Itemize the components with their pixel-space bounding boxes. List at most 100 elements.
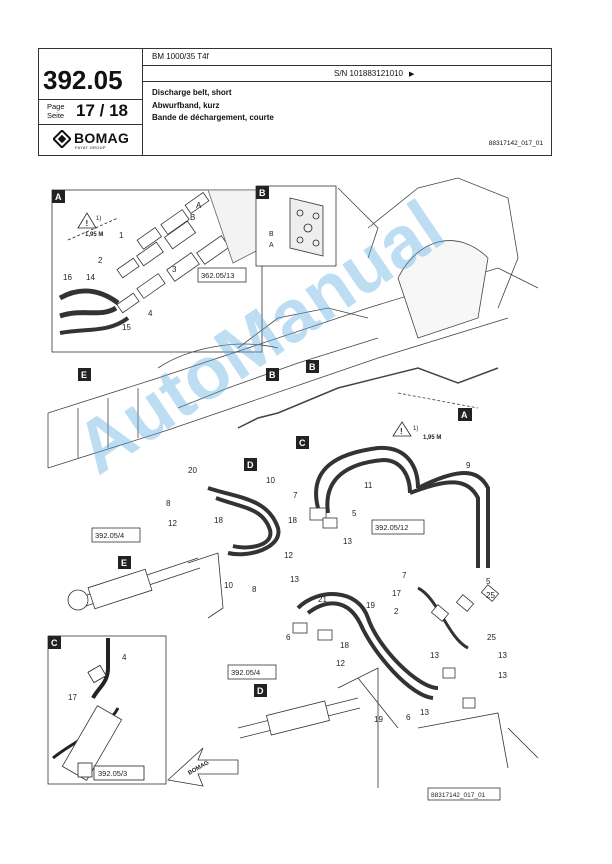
svg-text:20: 20 <box>188 466 197 475</box>
svg-text:6: 6 <box>286 633 291 642</box>
svg-text:4: 4 <box>122 653 127 662</box>
svg-text:25: 25 <box>487 633 496 642</box>
svg-text:13: 13 <box>343 537 352 546</box>
play-arrow-icon: ▶ <box>408 71 415 78</box>
dimension-label-main: 1,95 M <box>423 435 441 441</box>
svg-text:2: 2 <box>98 256 103 265</box>
svg-text:7: 7 <box>402 571 407 580</box>
cross-ref-362-05-13: 362.05/13 <box>201 271 234 280</box>
svg-text:12: 12 <box>284 551 293 560</box>
svg-text:B: B <box>269 370 276 380</box>
serial-number: S/N 101883121010▶ <box>334 69 415 78</box>
section-markers: E B B C D <box>78 360 319 471</box>
svg-text:A: A <box>196 201 202 210</box>
section-label-b: B <box>259 188 266 198</box>
bomag-logo-icon <box>53 130 71 148</box>
cross-ref-392-05-4-b: 392.05/4 <box>231 668 260 677</box>
dimension-label-a: 1,95 M <box>85 232 103 238</box>
svg-text:8: 8 <box>252 585 257 594</box>
svg-text:16: 16 <box>63 273 72 282</box>
page-label: Page Seite <box>47 102 65 120</box>
brand-name: BOMAG <box>74 130 130 146</box>
svg-text:11: 11 <box>364 481 373 490</box>
svg-text:2: 2 <box>394 607 399 616</box>
page-number: 17 / 18 <box>76 101 128 120</box>
section-label-c: C <box>51 638 58 648</box>
title-group: Discharge belt, short Abwurfband, kurz B… <box>152 87 274 125</box>
title-french: Bande de déchargement, courte <box>152 113 274 122</box>
svg-text:3: 3 <box>172 265 177 274</box>
svg-text:17: 17 <box>68 693 77 702</box>
svg-text:19: 19 <box>374 715 383 724</box>
svg-text:B: B <box>190 213 195 222</box>
svg-text:1: 1 <box>119 231 124 240</box>
brand-subtitle: FAYAT GROUP <box>75 145 106 150</box>
title-german: Abwurfband, kurz <box>152 100 220 110</box>
title-block: 392.05 Page Seite 17 / 18 BOMAG FAYAT GR… <box>38 48 552 156</box>
svg-text:25: 25 <box>486 591 495 600</box>
svg-text:D: D <box>257 686 264 696</box>
detail-view-c: C 392.05/3 4 17 <box>47 635 167 785</box>
travel-direction-arrow: BOMAG <box>167 747 239 787</box>
svg-text:10: 10 <box>266 476 275 485</box>
svg-text:B: B <box>309 362 316 372</box>
svg-text:C: C <box>299 438 306 448</box>
exploded-view-drawing: A ! 1) 1,95 M 362.05/13 12 3 4 15 1 <box>47 177 539 801</box>
machine-frame <box>47 177 539 469</box>
divider <box>142 65 552 66</box>
svg-text:!: ! <box>400 427 403 436</box>
cross-ref-392-05-12: 392.05/12 <box>375 523 408 532</box>
svg-text:7: 7 <box>293 491 298 500</box>
cross-ref-392-05-3: 392.05/3 <box>98 769 127 778</box>
svg-text:13: 13 <box>290 575 299 584</box>
svg-text:8: 8 <box>166 499 171 508</box>
svg-text:1): 1) <box>413 426 418 432</box>
svg-text:10: 10 <box>224 581 233 590</box>
svg-text:6: 6 <box>406 713 411 722</box>
divider <box>39 124 142 125</box>
dimension-a: A ! 1) 1,95 M <box>392 408 472 441</box>
cylinder-d: D 392.05/4 <box>227 664 539 788</box>
hose-assembly <box>207 445 500 709</box>
svg-text:5: 5 <box>486 577 491 586</box>
divider <box>39 99 142 100</box>
section-label-a: A <box>55 192 62 202</box>
svg-text:13: 13 <box>420 708 429 717</box>
model-name: BM 1000/35 T4f <box>152 52 209 61</box>
svg-text:15: 15 <box>122 323 131 332</box>
svg-text:13: 13 <box>430 651 439 660</box>
svg-text:5: 5 <box>352 509 357 518</box>
note-marker: 1) <box>96 216 101 222</box>
title-english: Discharge belt, short <box>152 88 232 97</box>
cylinder-e: E 392.05/4 <box>67 527 224 619</box>
svg-text:13: 13 <box>498 671 507 680</box>
svg-text:9: 9 <box>466 461 471 470</box>
svg-text:E: E <box>121 558 127 568</box>
svg-text:A: A <box>269 242 274 249</box>
divider <box>142 81 552 82</box>
svg-text:B: B <box>269 231 274 238</box>
svg-text:21: 21 <box>318 595 327 604</box>
svg-text:A: A <box>461 410 468 420</box>
divider <box>142 49 143 155</box>
drawing-footer-code: 88317142_017_01 <box>431 792 486 799</box>
svg-text:18: 18 <box>214 516 223 525</box>
svg-text:19: 19 <box>366 601 375 610</box>
svg-text:D: D <box>247 460 254 470</box>
detail-view-b: B B A <box>255 185 337 267</box>
bomag-logo: BOMAG FAYAT GROUP <box>53 129 133 151</box>
svg-text:12: 12 <box>168 519 177 528</box>
svg-text:14: 14 <box>86 273 95 282</box>
svg-text:4: 4 <box>148 309 153 318</box>
svg-text:18: 18 <box>288 516 297 525</box>
svg-text:13: 13 <box>498 651 507 660</box>
svg-text:17: 17 <box>392 589 401 598</box>
document-number: 392.05 <box>43 65 123 95</box>
svg-text:!: ! <box>86 219 89 228</box>
cross-ref-392-05-4-a: 392.05/4 <box>95 531 124 540</box>
svg-text:18: 18 <box>340 641 349 650</box>
svg-text:E: E <box>81 370 87 380</box>
reference-code: 88317142_017_01 <box>488 140 543 147</box>
